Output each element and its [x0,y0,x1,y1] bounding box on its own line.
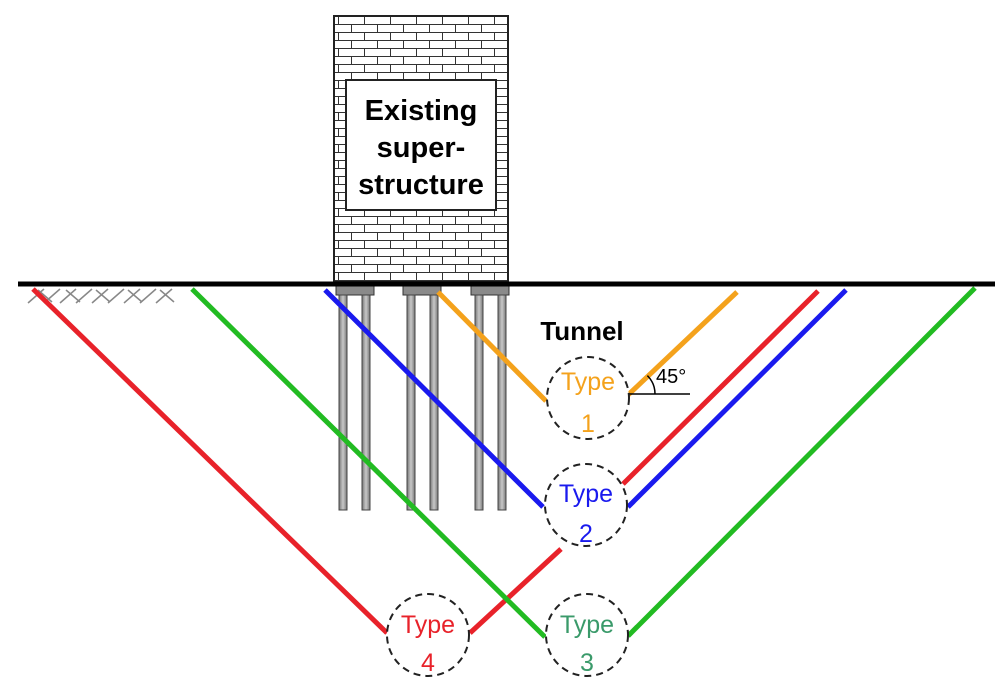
building-label-line3: structure [358,169,484,201]
tunnel-type2-word: Type [559,480,613,508]
angle-arc [646,375,656,395]
pile [497,294,507,511]
tunnel-type4: Type 4 [386,593,470,677]
type2-left-line [323,288,545,509]
tunnel-type4-number: 4 [421,649,435,677]
angle-annotation: 45° [629,366,690,395]
angle-label: 45° [656,366,686,388]
pile [361,294,371,511]
tunnel-type1-word: Type [561,368,615,396]
piles [338,294,507,511]
type1-right-line [626,290,739,397]
tunnel-type4-word: Type [401,611,455,639]
tunnel-title: Tunnel [540,316,623,346]
building-label-line2: super- [377,132,466,164]
type2-right-line [626,288,848,509]
tunnel-type1: Type 1 [546,356,630,440]
existing-superstructure: Existing super- structure [333,15,509,283]
tunnel-type3-number: 3 [580,649,594,677]
pile [406,294,416,511]
type4-right-line [468,547,563,635]
tunnel-type3-word: Type [560,611,614,639]
tunnel-type1-number: 1 [581,410,595,438]
pile [338,294,348,511]
pile [474,294,484,511]
type4-right-upper-line [621,289,820,486]
tunnel-type2-number: 2 [579,520,593,548]
type1-left-line [436,290,548,403]
tunnel-type2: Type 2 [544,463,628,548]
type4-left-line [31,287,389,635]
type3-right-line [626,286,977,638]
building-label-line1: Existing [365,95,478,127]
type3-left-line [190,287,547,639]
ground-hatch [27,288,175,304]
influence-lines [31,286,977,639]
tunnel-type3: Type 3 [545,593,629,677]
